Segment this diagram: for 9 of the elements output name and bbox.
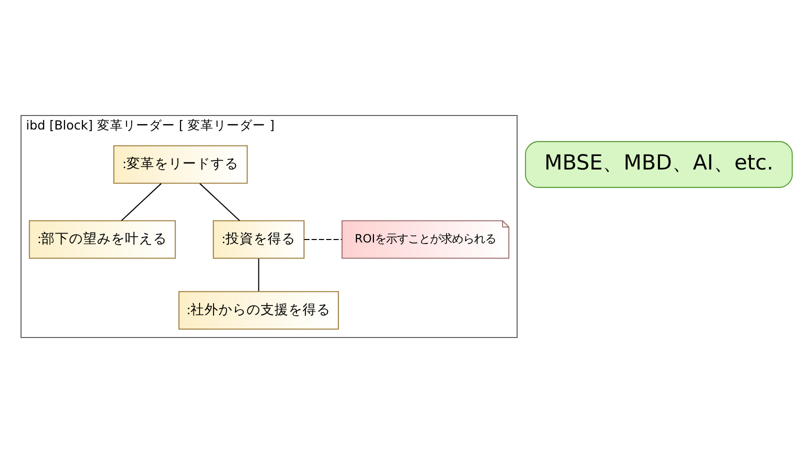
connector: [199, 182, 240, 221]
node-box: MBSE、MBD、AI、etc.: [524, 140, 793, 188]
node-box: :部下の望みを叶える: [28, 220, 176, 258]
node-box: :投資を得る: [212, 220, 305, 258]
node-box: :社外からの支援を得る: [178, 290, 339, 330]
connector: [304, 238, 342, 240]
connector: [258, 258, 260, 291]
connector: [121, 182, 162, 221]
node-box: :変革をリードする: [113, 144, 248, 184]
